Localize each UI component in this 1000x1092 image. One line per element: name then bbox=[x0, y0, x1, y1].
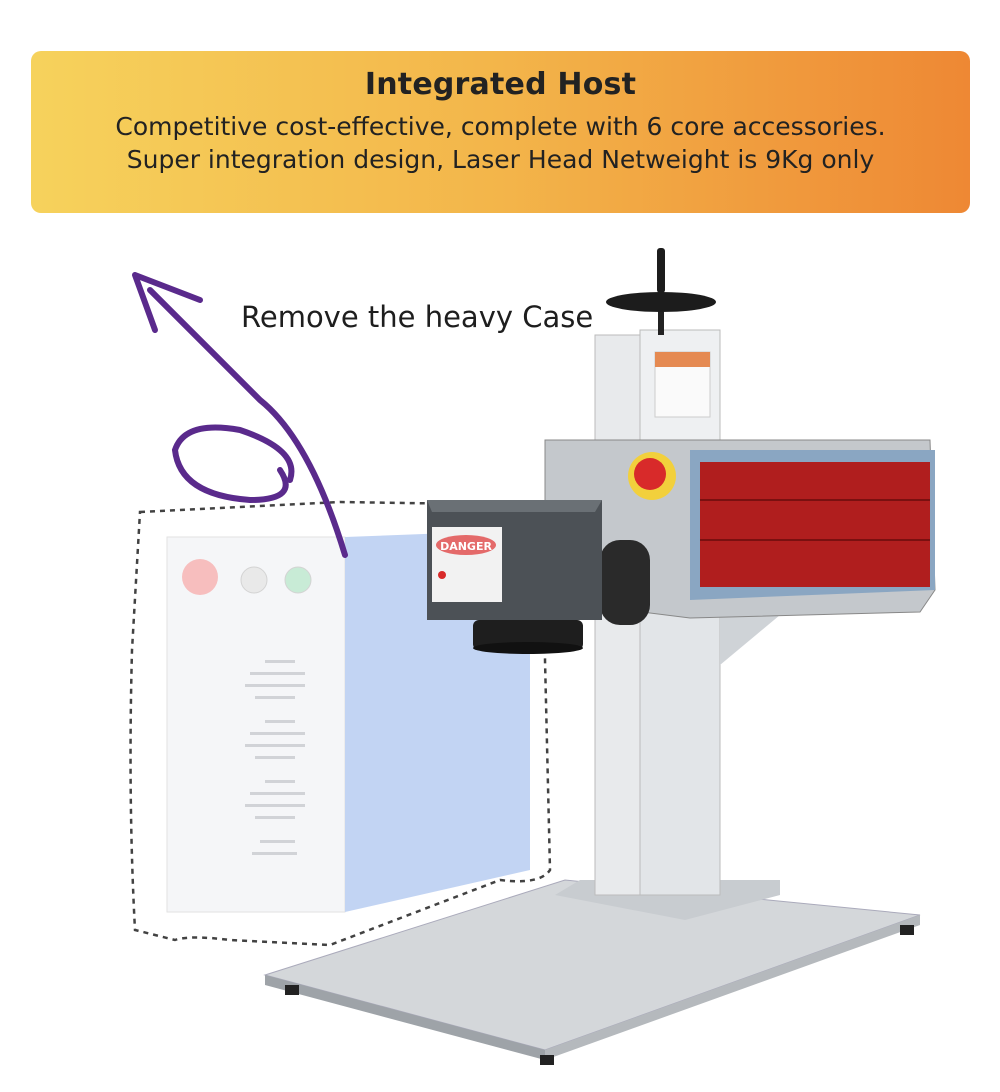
removed-case-ghost bbox=[129, 500, 552, 947]
laser-head: DANGER bbox=[427, 500, 650, 654]
remove-case-callout: Remove the heavy Case bbox=[241, 300, 594, 334]
base-plate bbox=[263, 879, 921, 1065]
column bbox=[555, 248, 780, 920]
danger-label: DANGER bbox=[440, 540, 492, 553]
remove-arrow-icon bbox=[132, 272, 348, 558]
banner-title: Integrated Host bbox=[364, 67, 637, 102]
banner-line-2: Super integration design, Laser Head Net… bbox=[126, 145, 875, 174]
banner-line-1: Competitive cost-effective, complete wit… bbox=[115, 112, 886, 141]
feature-banner: Integrated Host Competitive cost-effecti… bbox=[31, 51, 970, 213]
